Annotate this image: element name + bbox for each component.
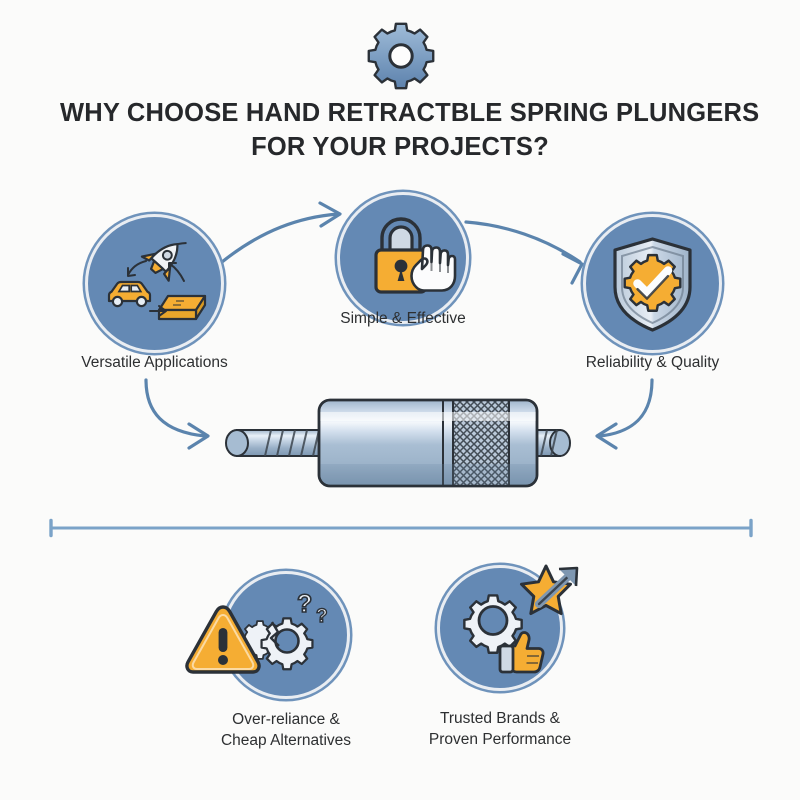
benefit-icon-circle-simple: [337, 192, 469, 324]
gear-thumbsup-icon: [463, 594, 545, 674]
product-spring-plunger-image: [215, 388, 590, 498]
consideration-node-overreliance: ? ? Over-reliance & Cheap Alternatives: [221, 571, 351, 749]
page-title-line-1: WHY CHOOSE HAND RETRACTBLE SPRING PLUNGE…: [60, 99, 760, 127]
benefit-label-simple: Simple & Effective: [340, 310, 466, 327]
shield-gear-check-icon: [613, 237, 692, 332]
consideration-label-overreliance-line-2: Cheap Alternatives: [220, 732, 352, 749]
arrow-versatile-to-product: [144, 378, 210, 450]
consideration-label-trusted-line-1: Trusted Brands &: [439, 710, 561, 727]
svg-text:?: ?: [297, 590, 312, 618]
benefit-icon-circle-reliability: [583, 214, 722, 353]
rocket-car-goldbar-icon: [107, 241, 207, 321]
benefit-node-simple: Simple & Effective: [337, 192, 469, 327]
section-divider: [48, 518, 754, 538]
consideration-icon-circle-trusted: [437, 565, 563, 691]
benefit-node-reliability: Reliability & Quality: [583, 214, 722, 371]
consideration-label-overreliance-line-1: Over-reliance &: [232, 711, 340, 728]
benefit-icon-circle-versatile: [85, 214, 224, 353]
arrow-versatile-to-simple: [220, 201, 342, 264]
benefit-node-versatile: Versatile Applications: [81, 214, 228, 371]
broken-gears-question-icon: ? ?: [240, 589, 328, 671]
consideration-label-overreliance: Over-reliance & Cheap Alternatives: [136, 709, 436, 751]
consideration-label-trusted-line-2: Proven Performance: [428, 731, 572, 748]
arrow-simple-to-reliability: [464, 220, 584, 285]
benefit-label-reliability: Reliability & Quality: [585, 354, 720, 371]
benefit-label-versatile: Versatile Applications: [81, 354, 228, 371]
padlock-hand-icon: [374, 217, 457, 294]
page-title: WHY CHOOSE HAND RETRACTBLE SPRING PLUNGE…: [60, 96, 760, 164]
consideration-icon-circle-overreliance: ? ?: [222, 571, 350, 699]
gear-icon: [363, 18, 439, 94]
svg-text:?: ?: [316, 606, 328, 627]
page-title-line-2: FOR YOUR PROJECTS?: [251, 133, 549, 161]
consideration-label-trusted: Trusted Brands & Proven Performance: [350, 708, 650, 750]
arrow-reliability-to-product: [595, 378, 654, 450]
consideration-node-trusted: Trusted Brands & Proven Performance: [429, 565, 571, 748]
